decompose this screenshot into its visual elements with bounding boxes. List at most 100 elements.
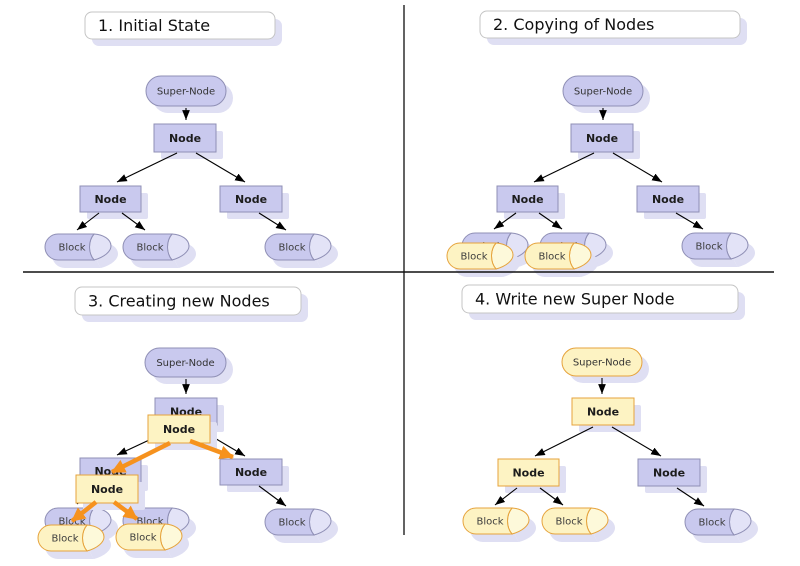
- edge-arrow: [258, 485, 287, 507]
- node-shape: [147, 414, 211, 444]
- block-label: Block: [51, 534, 78, 545]
- super-node-shape: [145, 75, 227, 107]
- block-body: [524, 242, 576, 270]
- edge-arrow: [494, 487, 518, 506]
- edge-arrow: [538, 212, 563, 230]
- edge-arrow: [116, 152, 178, 183]
- block-shape: Block: [264, 508, 338, 543]
- edge-arrow: [533, 152, 595, 183]
- block-label: Block: [58, 243, 85, 254]
- block-body: [264, 233, 316, 261]
- node-shape: [637, 458, 701, 487]
- edge-arrow: [258, 212, 287, 231]
- super-node-label: Super-Node: [156, 358, 214, 369]
- panel-4: 4. Write new Super NodeSuper-NodeNodeNod…: [461, 284, 758, 543]
- block-shape: Block: [541, 507, 615, 542]
- node-shape: [496, 185, 559, 213]
- block-body: [541, 507, 593, 535]
- panel-title: 4. Write new Super Node: [475, 290, 675, 309]
- copy-pointer-arrow: [112, 500, 139, 521]
- edge-arrow: [534, 426, 594, 457]
- node-shape: [75, 474, 139, 504]
- block-label: Block: [555, 517, 582, 528]
- block-body: [462, 507, 514, 535]
- node-label: Node: [235, 466, 267, 479]
- block-shape: Block: [264, 233, 338, 268]
- block-shape: Block: [462, 507, 536, 542]
- node-shape: [571, 397, 635, 426]
- node-shape: [153, 123, 217, 153]
- super-node-shape: [144, 347, 227, 378]
- block-shape: Block: [681, 232, 755, 267]
- node-shape: [570, 123, 634, 153]
- node-shape: [219, 185, 283, 213]
- node-label: Node: [653, 467, 685, 480]
- node-label: Node: [586, 132, 618, 145]
- edge-arrow: [676, 487, 705, 507]
- panel-title: 2. Copying of Nodes: [493, 15, 654, 34]
- block-label: Block: [136, 517, 163, 528]
- panel-title: 3. Creating new Nodes: [88, 292, 270, 311]
- block-shape: Block: [122, 233, 196, 268]
- edge-arrow: [121, 212, 146, 231]
- block-body: [446, 242, 498, 270]
- block-body: [44, 233, 96, 261]
- node-label: Node: [235, 193, 267, 206]
- node-shape: [497, 458, 560, 487]
- node-label: Node: [169, 132, 201, 145]
- copy-pointer-arrow: [110, 440, 172, 475]
- node-label: Node: [512, 467, 544, 480]
- copy-pointer-arrow: [70, 500, 98, 523]
- title-box: [84, 11, 276, 40]
- node-shape: [636, 185, 700, 213]
- block-shape: Block: [446, 242, 520, 277]
- node-label: Node: [587, 406, 619, 419]
- node-label: Node: [91, 483, 123, 496]
- block-body: [37, 524, 89, 552]
- edge-arrow: [675, 212, 704, 230]
- block-shape: Block: [37, 524, 111, 559]
- super-node-shape: [562, 75, 644, 107]
- block-body: [681, 232, 733, 260]
- block-label: Block: [278, 518, 305, 529]
- node-shape: [79, 185, 142, 213]
- edge-arrow: [76, 212, 100, 231]
- edge-arrow: [612, 152, 663, 183]
- block-label: Block: [129, 533, 156, 544]
- edge-arrow: [195, 152, 246, 183]
- block-shape: Block: [684, 508, 758, 543]
- node-label: Node: [94, 193, 126, 206]
- block-label: Block: [278, 243, 305, 254]
- block-body: [264, 508, 316, 536]
- node-label: Node: [652, 193, 684, 206]
- block-shape: Block: [115, 523, 189, 558]
- block-shape: Block: [44, 233, 118, 268]
- node-shape: [219, 458, 283, 486]
- block-body: [115, 523, 167, 551]
- title-box: [74, 286, 302, 316]
- edge-arrow: [493, 212, 517, 230]
- panel-title: 1. Initial State: [98, 16, 210, 35]
- node-label: Node: [163, 423, 195, 436]
- block-label: Block: [460, 252, 487, 263]
- block-label: Block: [538, 252, 565, 263]
- block-body: [684, 508, 736, 536]
- super-node-shape: [561, 347, 643, 377]
- super-node-label: Super-Node: [574, 87, 632, 98]
- node-label: Node: [511, 193, 543, 206]
- edge-arrow: [539, 487, 564, 506]
- super-node-label: Super-Node: [157, 87, 215, 98]
- block-label: Block: [136, 243, 163, 254]
- super-node-label: Super-Node: [573, 358, 631, 369]
- copy-pointer-arrow: [189, 438, 234, 460]
- block-label: Block: [476, 517, 503, 528]
- edge-arrow: [611, 426, 662, 457]
- block-label: Block: [695, 242, 722, 253]
- block-label: Block: [58, 517, 85, 528]
- title-box: [461, 284, 739, 314]
- title-box: [479, 10, 741, 39]
